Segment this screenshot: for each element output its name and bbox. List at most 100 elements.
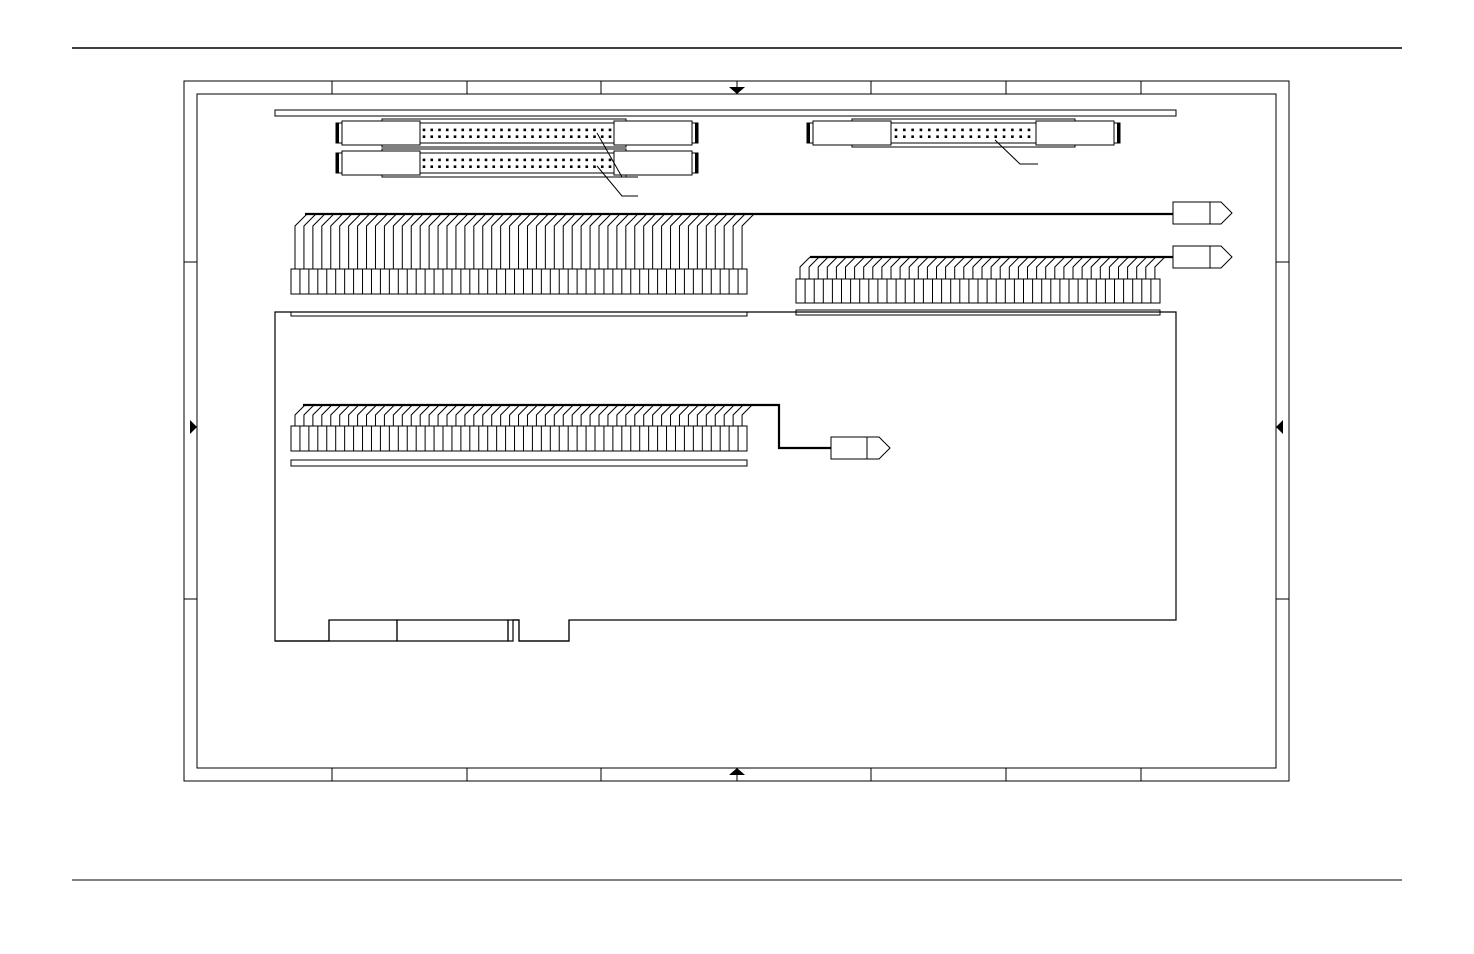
ribbon-wire — [535, 213, 549, 269]
ribbon-wire — [817, 256, 829, 279]
header-pin — [593, 128, 596, 132]
ribbon-wire — [643, 213, 657, 269]
ribbon-wire — [678, 213, 692, 269]
ribbon-wire — [294, 404, 306, 426]
header-pin — [500, 135, 503, 138]
ribbon-wire — [625, 404, 637, 426]
ribbon-wire — [392, 213, 406, 269]
frame-arrow-right — [1276, 420, 1283, 434]
ribbon-wire — [589, 404, 601, 426]
header-pin — [952, 128, 956, 132]
ribbon-wire — [535, 404, 547, 426]
header-pin — [461, 135, 465, 138]
ribbon-wire — [705, 404, 717, 426]
header-pin — [1019, 128, 1022, 132]
ribbon-wire — [383, 404, 395, 426]
ribbon-wire — [1045, 256, 1057, 279]
ribbon-wire — [580, 404, 592, 426]
header-pin — [476, 158, 480, 162]
ribbon-wire — [312, 404, 324, 426]
ribbon-wire — [580, 213, 594, 269]
ribbon-wire — [446, 213, 460, 269]
ribbon-wire — [553, 404, 565, 426]
ribbon-wire — [696, 404, 708, 426]
latch-arm-left — [812, 120, 892, 146]
ribbon-wire — [845, 256, 856, 279]
ribbon-wire — [714, 213, 728, 269]
header-pin — [422, 135, 426, 138]
ribbon-wire — [312, 213, 326, 269]
header-pin — [569, 135, 573, 138]
header-pin — [986, 135, 989, 138]
ribbon-wire — [500, 404, 512, 426]
header-pin — [484, 135, 488, 138]
ribbon-wire — [1081, 256, 1093, 279]
header-pin — [461, 158, 465, 162]
ribbon-wire — [616, 213, 630, 269]
ribbon-wire — [491, 213, 505, 269]
header-pin — [492, 135, 496, 138]
mounting-rail — [274, 109, 1177, 117]
header-pin — [608, 165, 612, 168]
ribbon-wire — [872, 256, 884, 279]
ribbon-wire — [835, 256, 847, 279]
header-pin — [438, 158, 441, 162]
header-pin — [438, 165, 441, 168]
header-pin — [453, 158, 457, 162]
ribbon-wire — [509, 404, 520, 426]
ribbon-wire — [598, 213, 612, 269]
header-pin — [492, 158, 496, 162]
header-pin — [600, 158, 604, 162]
header-pin — [911, 128, 914, 132]
ribbon-wire — [661, 404, 672, 426]
ribbon-wire — [808, 256, 820, 279]
latch-arm-right — [1035, 120, 1115, 146]
header-pin — [577, 128, 581, 132]
ribbon-wire — [1118, 256, 1129, 279]
ribbon-wire — [607, 213, 621, 269]
ribbon-wire — [526, 213, 540, 269]
latch-cap-right — [695, 153, 698, 173]
ribbon-wire — [634, 213, 648, 269]
header-pin — [453, 135, 457, 138]
ribbon-wire — [589, 213, 603, 269]
offpage-connector-2 — [1172, 245, 1233, 269]
ribbon-wire — [1136, 256, 1148, 279]
ribbon-wire — [339, 404, 351, 426]
frame-arrow-top — [729, 87, 745, 94]
ribbon-wire — [419, 213, 433, 269]
ribbon-wire — [437, 213, 451, 269]
header-pin — [569, 158, 573, 162]
ribbon-wire — [464, 404, 476, 426]
header-bottom-left — [335, 148, 699, 178]
ribbon-wire — [455, 213, 469, 269]
ribbon-wire — [799, 256, 811, 279]
ribbon-wire — [890, 256, 902, 279]
header-pin — [500, 128, 503, 132]
ribbon-wire — [303, 213, 317, 269]
ribbon-wire — [455, 404, 467, 426]
header-pin — [944, 128, 948, 132]
header-pin — [445, 165, 449, 168]
ribbon-cable-1 — [290, 212, 1173, 317]
ribbon-wire — [473, 213, 487, 269]
header-pin — [593, 165, 596, 168]
ribbon-wire — [339, 213, 353, 269]
ribbon-wire — [723, 213, 737, 269]
ribbon-wire — [544, 213, 558, 269]
header-pin — [944, 135, 948, 138]
latch-cap-left — [336, 123, 339, 143]
header-pin — [977, 128, 981, 132]
ribbon-wire — [972, 256, 984, 279]
header-pin — [531, 128, 534, 132]
latch-cap-left — [336, 153, 339, 173]
header-pin — [461, 128, 465, 132]
header-pin — [936, 128, 939, 132]
header-pin — [515, 165, 519, 168]
header-pin — [469, 135, 472, 138]
header-pin — [531, 165, 534, 168]
header-pin — [523, 135, 527, 138]
header-pin — [422, 165, 426, 168]
header-pin — [538, 128, 542, 132]
ribbon-wire — [634, 404, 646, 426]
